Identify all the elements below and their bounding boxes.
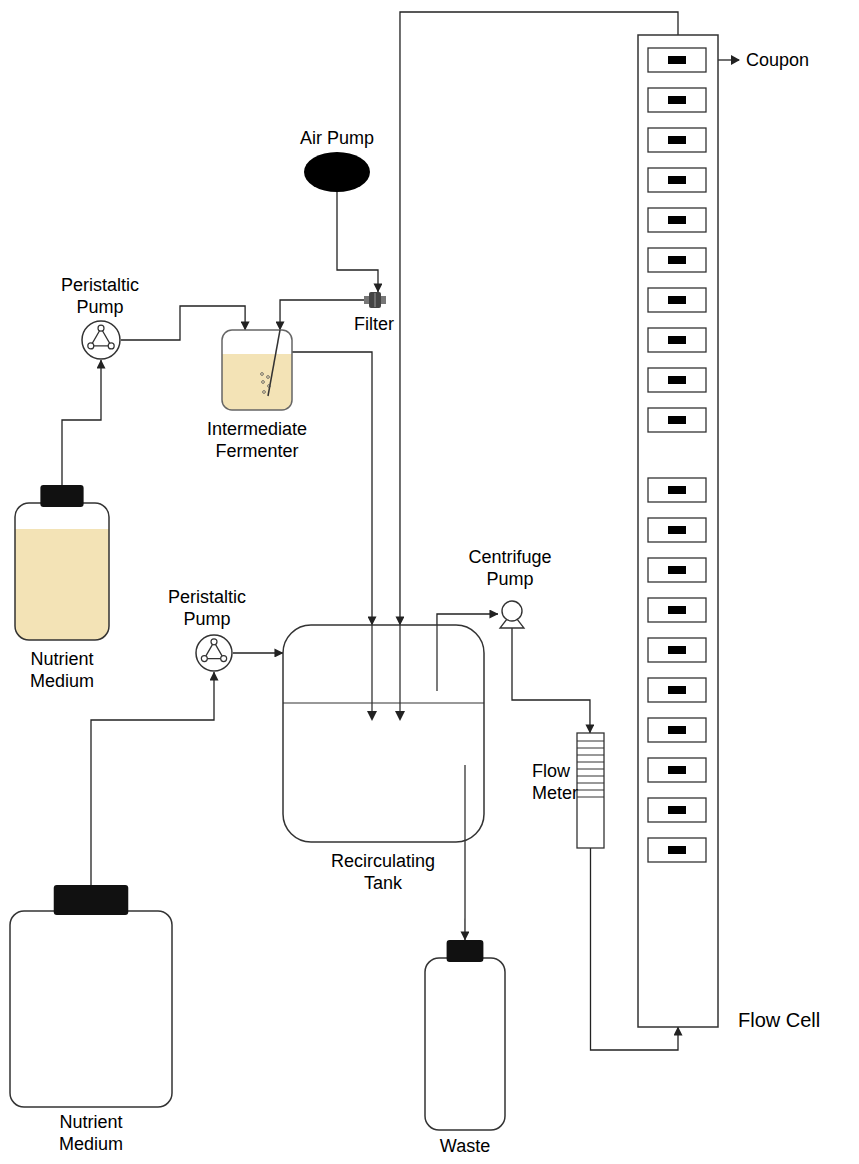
- peristaltic-pump-outline: [81, 320, 121, 360]
- flow-meter-label: Flow Meter: [532, 760, 578, 804]
- filter-shape: [364, 292, 386, 308]
- peristaltic-pump-label: Peristaltic Pump: [52, 274, 148, 318]
- flow-cell-label: Flow Cell: [738, 1008, 820, 1032]
- flow-cell: Flow Cell: [638, 35, 718, 1027]
- pipe-connector: [62, 360, 101, 485]
- medium-bottle-outline: [15, 485, 109, 640]
- air-pump-outline: [304, 152, 370, 192]
- air-pump: Air Pump: [304, 152, 370, 192]
- filter-label: Filter: [354, 313, 394, 335]
- medium-bottle: Nutrient Medium: [10, 885, 172, 1107]
- filter: Filter: [364, 292, 386, 308]
- recirculating-tank: Recirculating Tank: [283, 625, 484, 842]
- pipe-connector: [400, 12, 678, 625]
- coupon: [648, 168, 706, 192]
- medium-bottle-label: Nutrient Medium: [46, 1111, 136, 1155]
- coupon: [648, 248, 706, 272]
- coupon: [648, 598, 706, 622]
- air-pump-label: Air Pump: [300, 127, 374, 149]
- air-pump-shape: [304, 152, 370, 192]
- flow-meter-shape: [577, 733, 604, 848]
- coupon: [648, 48, 706, 72]
- waste-bottle-outline: [425, 940, 505, 1130]
- pipe-connector: [437, 614, 498, 625]
- centrifuge-pump-shape: [500, 601, 524, 628]
- coupon: [648, 368, 706, 392]
- recirculating-tank-outline: [283, 625, 484, 842]
- coupon: [648, 328, 706, 352]
- peristaltic-pump: Peristaltic Pump: [195, 634, 233, 672]
- pipe-connector: [337, 192, 378, 292]
- coupon: [648, 678, 706, 702]
- peristaltic-pump-shape: [196, 635, 232, 671]
- medium-bottle-outline: [10, 885, 172, 1107]
- medium-bottle-shape: [15, 485, 109, 640]
- coupon: [648, 798, 706, 822]
- pipe-connector: [292, 352, 372, 625]
- waste-bottle-label: Waste: [440, 1135, 490, 1157]
- recirculating-tank-label: Recirculating Tank: [323, 850, 443, 894]
- coupon: [648, 638, 706, 662]
- coupon: [648, 88, 706, 112]
- coupon: [648, 208, 706, 232]
- part-label: Coupon: [746, 49, 809, 71]
- coupon: [648, 838, 706, 862]
- fermenter-shape: [222, 330, 292, 410]
- coupon: [648, 518, 706, 542]
- pipe-connector: [512, 628, 590, 733]
- coupon: [648, 408, 706, 432]
- centrifuge-pump-outline: [498, 600, 526, 628]
- coupon: [648, 288, 706, 312]
- filter-outline: [364, 292, 386, 308]
- peristaltic-pump-label: Peristaltic Pump: [159, 586, 255, 630]
- pipe-connector: [233, 652, 283, 653]
- medium-bottle: Nutrient Medium: [15, 485, 109, 640]
- peristaltic-pump: Peristaltic Pump: [81, 320, 121, 360]
- waste-bottle-shape: [425, 940, 505, 1130]
- flow-meter-outline: [577, 733, 604, 848]
- peristaltic-pump-shape: [82, 321, 120, 359]
- medium-bottle-label: Nutrient Medium: [17, 648, 107, 692]
- fermenter: Intermediate Fermenter: [222, 330, 292, 410]
- waste-bottle: Waste: [425, 940, 505, 1130]
- coupon: [648, 128, 706, 152]
- medium-bottle-shape: [10, 885, 172, 1107]
- coupon: [648, 558, 706, 582]
- fermenter-label: Intermediate Fermenter: [201, 418, 313, 462]
- flow-cell-shape: [638, 35, 718, 1027]
- peristaltic-pump-outline: [195, 634, 233, 672]
- fermenter-outline: [222, 330, 292, 410]
- coupon: [648, 758, 706, 782]
- centrifuge-pump: Centrifuge Pump: [498, 600, 526, 628]
- flow-cell-outline: [638, 35, 718, 1027]
- pipe-connector: [464, 842, 465, 940]
- pipe-connector: [91, 672, 214, 885]
- flow-meter: Flow Meter: [577, 733, 604, 848]
- coupon: [648, 718, 706, 742]
- recirculating-tank-shape: [283, 625, 484, 842]
- coupon-leader-head: [731, 55, 740, 65]
- pipe-connector: [280, 300, 364, 330]
- centrifuge-pump-label: Centrifuge Pump: [460, 546, 560, 590]
- coupon: [648, 478, 706, 502]
